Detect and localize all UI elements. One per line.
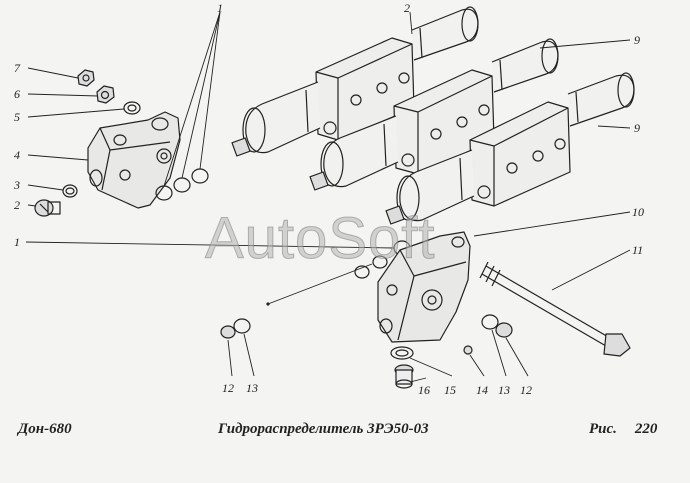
lower-end-housing [377, 231, 471, 343]
part-4-end-housing [87, 111, 181, 209]
callout-15: 15 [444, 383, 456, 397]
callout-12-right: 12 [520, 383, 532, 397]
part-11-tie-bolt [479, 261, 631, 357]
callout-10: 10 [632, 205, 644, 219]
callout-7: 7 [14, 61, 21, 75]
part-5-washer [123, 101, 141, 115]
caption-figure-number: 220 [634, 421, 658, 437]
callout-11: 11 [632, 243, 643, 257]
callout-2-top: 2 [404, 1, 410, 15]
callout-16: 16 [418, 383, 430, 397]
valve-section-middle [309, 38, 559, 191]
part-7-nut [77, 69, 95, 87]
part-15-washer [390, 346, 414, 360]
watermark: AutoSoft [204, 206, 436, 272]
part-16-plug [394, 364, 414, 389]
callout-4: 4 [14, 148, 20, 162]
callout-3: 3 [13, 178, 20, 192]
part-12-13-left [220, 318, 251, 339]
callout-12-left: 12 [222, 381, 234, 395]
part-2-plug-screw [34, 199, 61, 217]
caption-model: Дон-680 [18, 421, 72, 437]
valve-section-top [231, 6, 479, 157]
callout-1-top: 1 [217, 1, 223, 15]
callout-2-left: 2 [14, 198, 20, 212]
callout-13-right: 13 [498, 383, 510, 397]
part-3-ring [62, 184, 78, 198]
callout-1-left: 1 [14, 235, 20, 249]
callout-9-lower: 9 [634, 121, 640, 135]
callouts: 7 6 5 4 3 2 1 2 9 9 10 11 1 12 13 16 15 … [13, 1, 644, 397]
callout-14: 14 [476, 383, 488, 397]
part-6-nut [96, 85, 115, 104]
caption-figure-label: Рис. [589, 421, 617, 437]
callout-5: 5 [14, 110, 20, 124]
valve-section-front [385, 72, 635, 225]
part-14-13-12-right [463, 314, 513, 355]
callout-6: 6 [14, 87, 20, 101]
caption-figure: Рис. 220 [589, 421, 657, 438]
callout-9-top: 9 [634, 33, 640, 47]
leader-lines [25, 11, 631, 383]
callout-13-left: 13 [246, 381, 258, 395]
caption-title: Гидрораспределитель 3РЭ50-03 [218, 421, 429, 437]
